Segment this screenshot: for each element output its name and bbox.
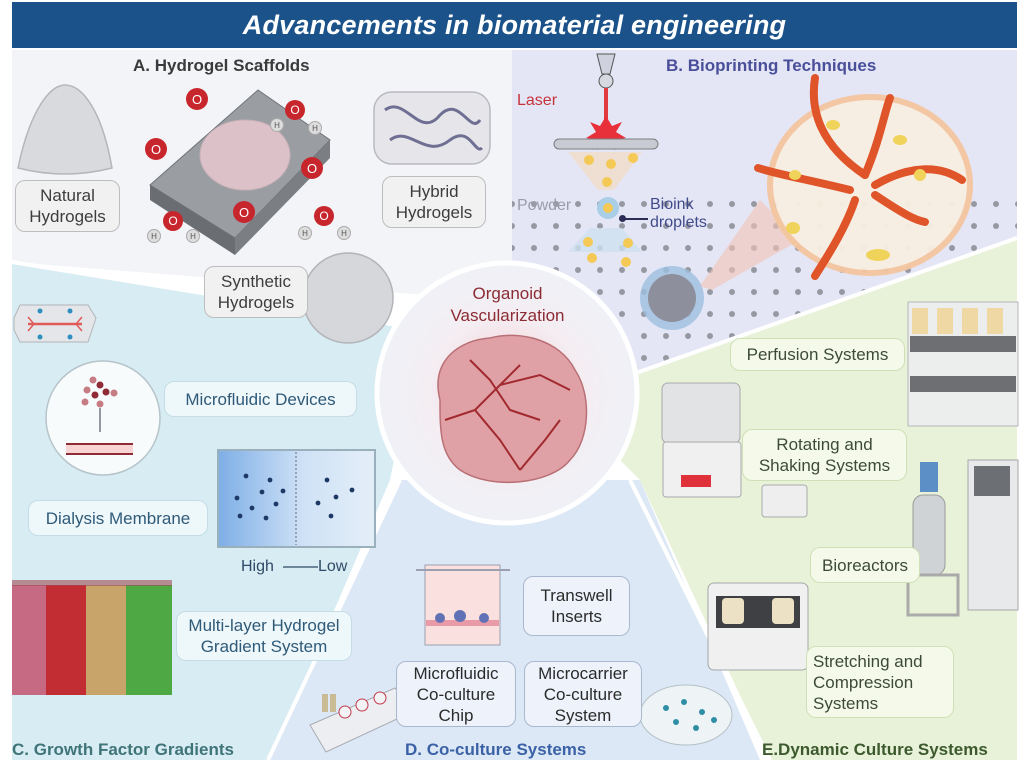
hybrid-hydrogel-cylinder — [373, 91, 491, 165]
rotating-line1: Rotating and — [776, 435, 873, 454]
bioink-droplets-label: Bioink droplets — [650, 196, 707, 232]
dialysis-chamber — [217, 449, 376, 548]
chip-line1: Microfluidic — [413, 663, 499, 683]
hybrid-line1: Hybrid — [409, 182, 459, 201]
rotating-line2: Shaking Systems — [758, 456, 891, 475]
bioreactor-device — [906, 459, 1019, 617]
section-b-title: B. Bioprinting Techniques — [666, 56, 877, 75]
perfusion-systems-label: Perfusion Systems — [730, 338, 905, 371]
microcarrier-line2: Co-culture — [543, 684, 623, 704]
center-label-line2: Vascularization — [450, 306, 565, 325]
powder-label: Powder — [517, 197, 572, 214]
bioreactors-label: Bioreactors — [810, 547, 920, 583]
oxygen-atom-icon: O — [285, 100, 305, 120]
bioink-line2: droplets — [650, 214, 707, 231]
perfusion-rack — [907, 301, 1019, 427]
hydrogen-atom-icon: H — [186, 229, 200, 243]
oxygen-atom-icon: O — [314, 206, 334, 226]
microcarrier-line3: System — [554, 705, 612, 725]
synthetic-hydrogel-sphere — [302, 252, 394, 344]
microcarrier-coculture-label: Microcarrier Co-culture System — [524, 661, 642, 727]
chip-line3: Chip — [438, 705, 474, 725]
natural-hydrogels-label: Natural Hydrogels — [15, 180, 120, 232]
gradient-high-label: High — [241, 558, 274, 575]
multilayer-line2: Gradient System — [200, 637, 328, 656]
rotating-shaker-device — [661, 382, 808, 518]
center-label-line1: Organoid — [472, 284, 543, 303]
microfluidic-chip — [13, 304, 97, 343]
section-d-title: D. Co-culture Systems — [405, 740, 587, 759]
stretching-line3: Systems — [813, 693, 879, 713]
hybrid-line2: Hydrogels — [395, 203, 473, 222]
synthetic-line2: Hydrogels — [217, 293, 295, 312]
organoid-illustration — [437, 334, 588, 484]
hybrid-hydrogels-label: Hybrid Hydrogels — [382, 176, 486, 228]
stretching-line1: Stretching and — [813, 651, 923, 671]
synthetic-line1: Synthetic — [221, 272, 291, 291]
hydrogen-atom-icon: H — [270, 118, 284, 132]
section-a-title: A. Hydrogel Scaffolds — [133, 56, 310, 75]
printed-organoid — [640, 266, 704, 330]
transwell-inserts-label: Transwell Inserts — [523, 576, 630, 636]
hydrogen-atom-icon: H — [298, 226, 312, 240]
synthetic-hydrogels-label: Synthetic Hydrogels — [204, 266, 308, 318]
oxygen-atom-icon: O — [233, 201, 255, 223]
oxygen-atom-icon: O — [186, 88, 208, 110]
natural-hydrogel-dome — [17, 84, 113, 175]
transwell-line1: Transwell — [540, 586, 613, 605]
section-e-title: E.Dynamic Culture Systems — [762, 740, 988, 759]
pointer-line — [622, 218, 648, 220]
microfluidic-devices-label: Microfluidic Devices — [164, 381, 357, 417]
oxygen-atom-icon: O — [163, 211, 183, 231]
transwell-line2: Inserts — [550, 607, 603, 626]
dialysis-membrane-label: Dialysis Membrane — [28, 500, 208, 536]
microcarrier-dish — [639, 684, 733, 746]
gradient-low-label: Low — [318, 558, 348, 575]
hydrogen-atom-icon: H — [308, 121, 322, 135]
center-label: Organoid Vascularization — [420, 283, 595, 327]
stretching-line2: Compression — [813, 672, 914, 692]
transwell-insert — [416, 564, 510, 646]
natural-line1: Natural — [40, 186, 95, 205]
stretching-compression-label: Stretching and Compression Systems — [806, 646, 954, 718]
diffusion-zoom-circle — [45, 360, 161, 476]
laser-label: Laser — [517, 92, 558, 109]
multilayer-hydrogel-label: Multi-layer Hydrogel Gradient System — [176, 611, 352, 661]
microfluidic-coculture-chip-label: Microfluidic Co-culture Chip — [396, 661, 516, 727]
hydrogen-atom-icon: H — [337, 226, 351, 240]
multilayer-hydrogel-block — [12, 580, 172, 695]
stretching-device — [707, 582, 809, 671]
vascular-sprouting-illustration — [754, 74, 973, 280]
title-banner: Advancements in biomaterial engineering — [12, 2, 1017, 48]
hydrogen-atom-icon: H — [147, 229, 161, 243]
oxygen-atom-icon: O — [145, 138, 167, 160]
pointer-dot — [619, 215, 626, 222]
oxygen-atom-icon: O — [301, 157, 323, 179]
multilayer-line1: Multi-layer Hydrogel — [188, 616, 340, 635]
laser-bioprinter — [553, 53, 659, 267]
section-c-title: C. Growth Factor Gradients — [12, 740, 234, 759]
bioink-line1: Bioink — [650, 196, 694, 213]
rotating-shaking-label: Rotating and Shaking Systems — [742, 429, 907, 481]
page-title: Advancements in biomaterial engineering — [242, 9, 787, 40]
microcarrier-line1: Microcarrier — [538, 663, 628, 683]
chip-line2: Co-culture — [416, 684, 496, 704]
natural-line2: Hydrogels — [29, 207, 106, 226]
